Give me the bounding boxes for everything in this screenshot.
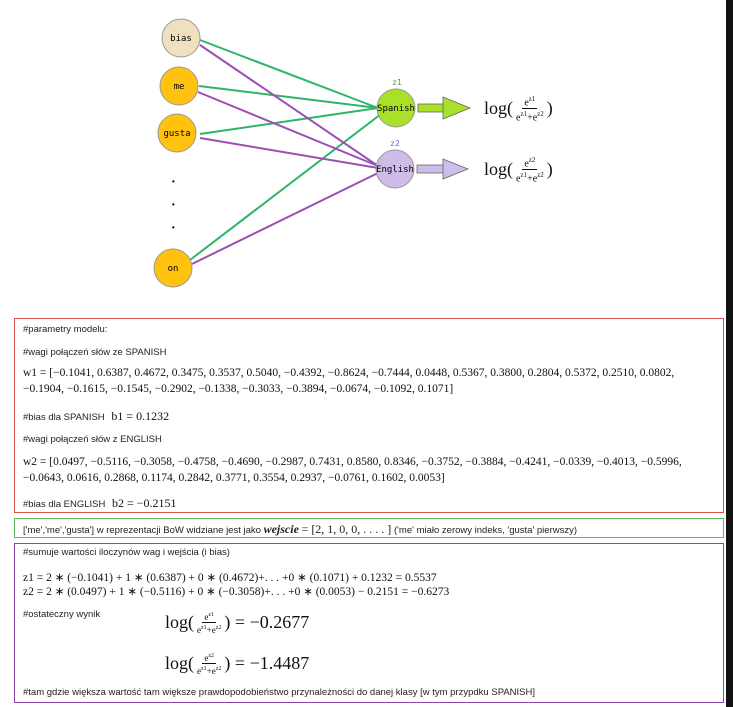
ellipsis-dot-2: · bbox=[171, 198, 176, 213]
edge-me-english bbox=[197, 91, 379, 167]
output-node-spanish: Spanish bbox=[376, 88, 416, 128]
edge-gusta-spanish bbox=[199, 107, 379, 135]
bow-representation-box: ['me','me','gusta'] w reprezentacji BoW … bbox=[14, 518, 724, 538]
bow-line: ['me','me','gusta'] w reprezentacji BoW … bbox=[23, 522, 577, 537]
b2-value: b2 = −0.2151 bbox=[112, 496, 177, 510]
z2-equation: z2 = 2 ∗ (0.0497) + 1 ∗ (−0.5116) + 0 ∗ … bbox=[23, 586, 450, 598]
w1-values-line1: w1 = [−0.1041, 0.6387, 0.4672, 0.3475, 0… bbox=[23, 367, 675, 379]
bow-variable: wejscie bbox=[263, 522, 299, 536]
spanish-edges bbox=[189, 39, 382, 261]
b2-row: #bias dla ENGLISH b2 = −0.2151 bbox=[23, 496, 177, 511]
edge-on-english bbox=[191, 171, 381, 265]
input-node-gusta: gusta bbox=[157, 113, 197, 153]
bow-text-after: ('me' miało zerowy indeks, 'gusta' pierw… bbox=[393, 525, 578, 536]
z1-equation: z1 = 2 ∗ (−0.1041) + 1 ∗ (0.6387) + 0 ∗ … bbox=[23, 572, 437, 584]
input-node-me: me bbox=[159, 66, 199, 106]
ellipsis-dot-3: · bbox=[171, 221, 176, 236]
ellipsis-dot-1: · bbox=[171, 175, 176, 190]
sum-comment: #sumuje wartości iloczynów wag i wejścia… bbox=[23, 547, 230, 558]
w2-comment: #wagi połączeń słów z ENGLISH bbox=[23, 434, 162, 445]
params-heading: #parametry modelu: bbox=[23, 324, 108, 335]
z2-label: z2 bbox=[390, 139, 400, 148]
b2-comment: #bias dla ENGLISH bbox=[23, 499, 106, 510]
english-edges bbox=[191, 44, 381, 265]
input-label-on: on bbox=[168, 264, 179, 274]
w2-values-line1: w2 = [0.0497, −0.5116, −0.3058, −0.4758,… bbox=[23, 456, 682, 468]
w2-values-line2: −0.0643, 0.0616, 0.2868, 0.1174, 0.2842,… bbox=[23, 472, 445, 484]
right-edge-bar bbox=[726, 0, 733, 707]
input-label-bias: bias bbox=[170, 34, 192, 44]
output-label-english: English bbox=[376, 165, 414, 175]
arrow-spanish bbox=[417, 96, 472, 120]
b1-value: b1 = 0.1232 bbox=[111, 409, 170, 423]
input-node-bias: bias bbox=[161, 18, 201, 58]
w1-comment: #wagi połączeń słów ze SPANISH bbox=[23, 347, 167, 358]
arrow-english bbox=[416, 158, 470, 180]
bow-text-before: ['me','me','gusta'] w reprezentacji BoW … bbox=[23, 525, 261, 536]
bow-vector: = [2, 1, 0, 0, . . . . ] bbox=[301, 522, 392, 536]
b1-row: #bias dla SPANISH b1 = 0.1232 bbox=[23, 409, 169, 424]
ellipsis-dots: · · · bbox=[171, 175, 176, 236]
result-spanish-value: = −0.2677 bbox=[234, 612, 310, 632]
output-node-english: English bbox=[375, 149, 415, 189]
result-english-value: = −1.4487 bbox=[234, 653, 310, 673]
output-label-spanish: Spanish bbox=[377, 104, 415, 114]
edge-me-spanish bbox=[198, 85, 379, 109]
edge-on-spanish bbox=[189, 113, 382, 261]
z1-label: z1 bbox=[392, 78, 402, 87]
neural-network-diagram: bias me gusta · · · on z1 Spanish z2 Eng… bbox=[153, 18, 472, 288]
input-node-on: on bbox=[153, 248, 193, 288]
computation-box: #sumuje wartości iloczynów wag i wejścia… bbox=[14, 543, 724, 703]
edge-bias-english bbox=[199, 44, 379, 167]
model-parameters-box: #parametry modelu: #wagi połączeń słów z… bbox=[14, 318, 724, 513]
input-label-me: me bbox=[174, 82, 185, 92]
input-label-gusta: gusta bbox=[163, 129, 190, 139]
edge-gusta-english bbox=[199, 137, 379, 169]
final-result-comment: #ostateczny wynik bbox=[23, 609, 101, 620]
conclusion-comment: #tam gdzie większa wartość tam większe p… bbox=[23, 687, 535, 698]
w1-values-line2: −0.1904, −0.1615, −0.1545, −0.2902, −0.1… bbox=[23, 383, 454, 395]
b1-comment: #bias dla SPANISH bbox=[23, 412, 105, 423]
edge-bias-spanish bbox=[199, 39, 379, 109]
